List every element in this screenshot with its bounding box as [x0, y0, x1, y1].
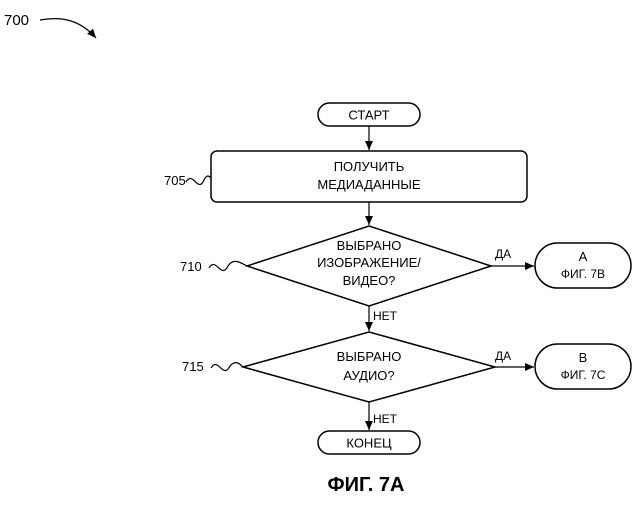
- decision-715-line-2: АУДИО?: [343, 368, 394, 383]
- connector-b-line-2: ФИГ. 7С: [561, 368, 606, 382]
- figure-ref-label: 700: [4, 12, 29, 29]
- connector-b-line-1: B: [579, 350, 588, 365]
- connector-a-line-2: ФИГ. 7В: [561, 267, 605, 281]
- figure-caption: ФИГ. 7А: [328, 474, 405, 496]
- ref-label-710: 710: [180, 259, 202, 274]
- end-label: КОНЕЦ: [346, 436, 392, 451]
- process-705-line-2: МЕДИАДАННЫЕ: [317, 177, 421, 192]
- edge-label-no-710: НЕТ: [373, 309, 398, 323]
- edge-label-yes-715: ДА: [495, 349, 511, 363]
- ref-squiggle-705: [186, 176, 211, 185]
- edge-label-no-715: НЕТ: [373, 412, 398, 426]
- decision-710-line-3: ВИДЕО?: [343, 273, 396, 288]
- process-705-line-1: ПОЛУЧИТЬ: [334, 159, 405, 174]
- ref-squiggle-715: [211, 363, 243, 371]
- connector-a-line-1: A: [579, 249, 588, 264]
- figure-ref-arrow: [40, 19, 96, 38]
- ref-label-705: 705: [164, 173, 186, 188]
- ref-label-715: 715: [182, 359, 204, 374]
- decision-715-line-1: ВЫБРАНО: [337, 349, 402, 364]
- decision-710-line-1: ВЫБРАНО: [337, 238, 402, 253]
- ref-squiggle-710: [209, 261, 247, 270]
- decision-710-line-2: ИЗОБРАЖЕНИЕ/: [317, 255, 421, 270]
- decision-diamond-715: [243, 332, 495, 402]
- edge-label-yes-710: ДА: [495, 247, 511, 261]
- start-label: СТАРТ: [348, 108, 389, 123]
